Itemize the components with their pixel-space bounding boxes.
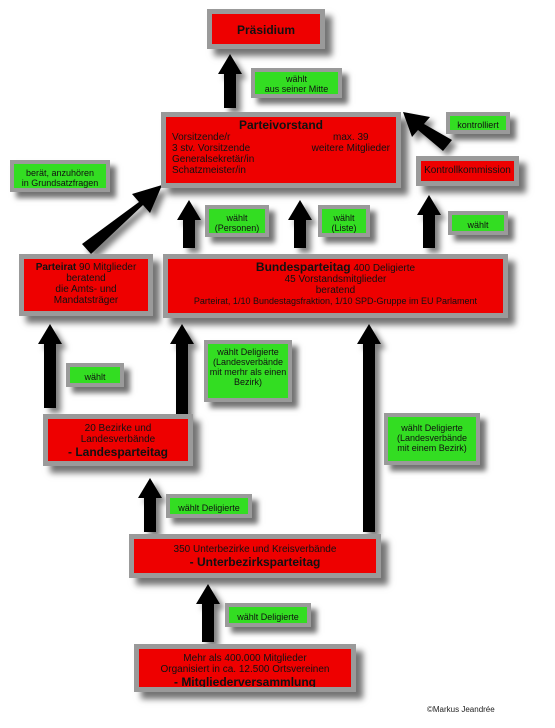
mitgliederversammlung-title: - Mitgliederversammlung (173, 675, 317, 689)
arrow-ub-to-landes (138, 478, 162, 532)
vorstand-line: Generalsekretär/in (172, 154, 255, 165)
parteirat-line: beratend (66, 273, 106, 284)
parteivorstand-title: Parteivorstand (238, 118, 324, 132)
label-waehlt-liste: wählt (Liste) (318, 205, 370, 237)
arrow-parteirat-beraet (82, 185, 162, 254)
vorstand-line: Schatzmeister/in (172, 165, 246, 176)
kontrollkommission-title: Kontrollkommission (424, 165, 511, 176)
copyright: ©Markus Jeandrée (427, 705, 495, 714)
label-waehlt-deligierte-landes: wählt Deligierte (Landesverbände mit mer… (204, 340, 292, 402)
arrow-bpt-to-vorstand-personen (177, 200, 201, 248)
label-beraet: berät, anzuhören in Grundsatzfragen (10, 160, 110, 192)
kontrollkommission-box: Kontrollkommission (416, 156, 519, 186)
bundesparteitag-line: 45 Vorstandsmitglieder (284, 274, 387, 285)
arrow-ub-to-bpt (357, 324, 381, 532)
label-waehlt-parteirat: wählt (66, 363, 124, 387)
arrow-kk-kontrolliert (403, 112, 452, 151)
bundesparteitag-title: Bundesparteitag (255, 260, 351, 274)
parteirat-line: Mandatsträger (53, 295, 119, 306)
label-waehlt-deligierte-mv: wählt Deligierte (225, 603, 311, 627)
arrow-landes-to-bpt (170, 324, 194, 418)
bundesparteitag-line: Parteirat, 1/10 Bundestagsfraktion, 1/10… (193, 296, 478, 306)
arrow-landes-to-parteirat (38, 324, 62, 408)
label-waehlt-deligierte-ub: wählt Deligierte (166, 494, 252, 518)
ub-line: 350 Unterbezirke und Kreisverbände (173, 544, 337, 555)
vorstand-line: 3 stv. Vorsitzende (172, 143, 251, 154)
mv-line: Mehr als 400.000 Mitglieder (183, 653, 307, 664)
parteirat-box: Parteirat 90 Mitglieder beratend die Amt… (19, 254, 153, 316)
bundesparteitag-box: Bundesparteitag 400 Deligierte 45 Vorsta… (163, 254, 508, 318)
parteirat-title: Parteirat (35, 262, 77, 273)
vorstand-right-line: max. 39 (333, 132, 369, 143)
vorstand-line: Vorsitzende/r (172, 132, 231, 143)
label-waehlt-aus-seiner-mitte: wählt aus seiner Mitte (251, 68, 342, 98)
landes-line: 20 Bezirke und (84, 423, 152, 434)
praesidium-title: Präsidium (236, 23, 296, 37)
parteirat-count: 90 Mitglieder (79, 262, 137, 273)
landes-line: Landesverbände (80, 434, 156, 445)
bundesparteitag-line: beratend (315, 285, 356, 296)
bundesparteitag-count: 400 Deligierte (353, 263, 416, 274)
unterbezirksparteitag-box: 350 Unterbezirke und Kreisverbände - Unt… (129, 534, 381, 578)
vorstand-right-line: weitere Mitglieder (311, 143, 390, 154)
arrow-vorstand-to-praesidium (218, 54, 242, 108)
parteivorstand-box: Parteivorstand Vorsitzende/r 3 stv. Vors… (161, 112, 401, 188)
arrow-bpt-to-vorstand-liste (288, 200, 312, 248)
parteirat-line: die Amts- und (55, 284, 117, 295)
label-waehlt-kontrollkommission: wählt (448, 211, 508, 235)
arrow-bpt-to-kontrollkommission (417, 195, 441, 248)
praesidium-box: Präsidium (207, 9, 325, 49)
unterbezirksparteitag-title: - Unterbezirksparteitag (189, 555, 321, 569)
label-waehlt-personen: wählt (Personen) (205, 205, 269, 237)
mv-line: Organisiert in ca. 12.500 Ortsvereinen (160, 664, 330, 675)
arrow-mv-to-ub (196, 584, 220, 642)
landesparteitag-box: 20 Bezirke und Landesverbände - Landespa… (43, 414, 193, 466)
label-kontrolliert: kontrolliert (446, 112, 510, 134)
mitgliederversammlung-box: Mehr als 400.000 Mitglieder Organisiert … (134, 644, 356, 692)
label-waehlt-deligierte-bezirk: wählt Deligierte (Landesverbände mit ein… (384, 413, 480, 465)
landesparteitag-title: - Landesparteitag (67, 445, 169, 459)
